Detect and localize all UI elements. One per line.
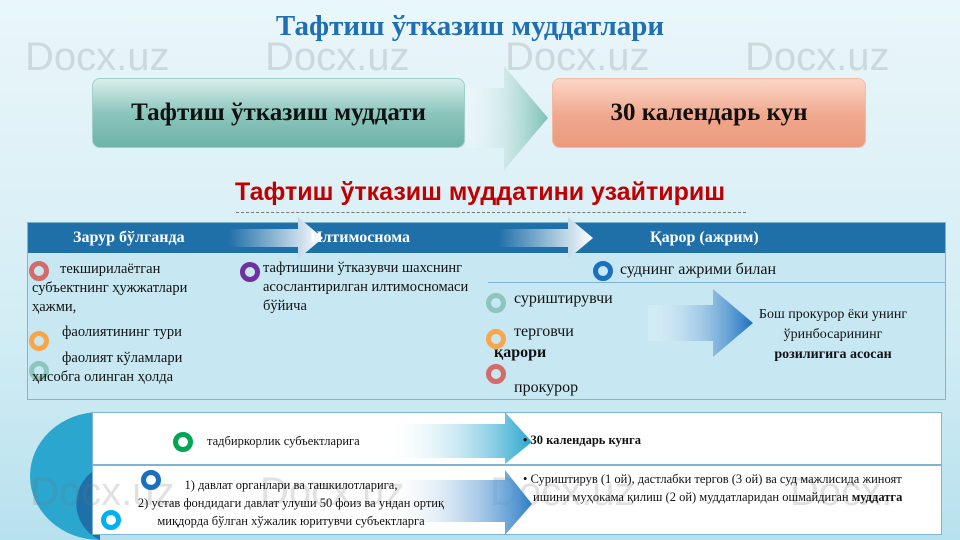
criterion-item: фаолиятининг тури [62, 324, 182, 340]
header-decision: Қарор (ажрим) [650, 229, 759, 246]
bullet-ring-icon [141, 470, 161, 490]
term-text: • Суриштирув (1 ой), дастлабки тергов (3… [523, 472, 903, 504]
term-table: тадбиркорлик субъектларига • 30 календар… [92, 412, 942, 535]
page-title: Тафтиш ўтказиш муддатлари [275, 10, 665, 42]
criterion-item: фаолият кўламлари ҳисобга олинган ҳолда [32, 350, 183, 385]
term-value-bold: муддатга [851, 490, 903, 504]
official-item: суриштирувчи [514, 290, 613, 307]
official-item: терговчи [514, 323, 574, 340]
subject-line: 2) устав фондидаги давлат улуши 50 фоиз … [137, 496, 445, 510]
criterion-item: текширилаётган субъектнинг ҳужжатлари ҳа… [32, 261, 188, 315]
subject-text: тадбиркорлик субъектларига [207, 434, 360, 448]
table-header: Зарур бўлганда Илтимоснома Қарор (ажрим) [28, 223, 945, 253]
approval-line: розилигига асосан [774, 347, 892, 362]
bullet-ring-icon [486, 329, 506, 349]
subject-line: 1) давлат органлари ва ташкилотларига, [184, 478, 398, 492]
section-subtitle: Тафтиш ўтказиш муддатини узайтириш [234, 178, 726, 206]
official-item: прокурор [514, 379, 579, 396]
term-text: • 30 календарь кунга [523, 433, 641, 447]
bullet-ring-icon [240, 262, 260, 282]
period-label-box: Тафтиш ўтказиш муддати [92, 78, 465, 148]
period-value-box: 30 календарь кун [552, 78, 866, 148]
bullet-ring-icon [486, 293, 506, 313]
bullet-ring-icon [29, 331, 49, 351]
term-value: Суриштирув (1 ой), дастлабки тергов (3 о… [530, 472, 902, 504]
arrow-right-icon [382, 412, 532, 535]
header-necessity: Зарур бўлганда [73, 229, 185, 246]
bullet-ring-icon [29, 261, 49, 281]
arrow-right-icon [466, 66, 548, 170]
decision-label: қарори [494, 344, 547, 361]
bullet-ring-icon [593, 261, 613, 281]
bullet-ring-icon [173, 432, 193, 452]
petition-text: тафтишини ўтказувчи шахснинг асослантири… [263, 260, 469, 314]
row-divider [488, 282, 946, 283]
subtitle-underline [236, 212, 746, 213]
header-petition: Илтимоснома [310, 229, 410, 246]
header-arrow-icon [228, 217, 323, 259]
decorative-arc [30, 412, 100, 540]
bullet-ring-icon [486, 364, 506, 384]
header-arrow-icon [498, 217, 593, 259]
approval-line: ўринбосарининг [783, 327, 883, 342]
table-row: тадбиркорлик субъектларига • 30 календар… [92, 412, 942, 465]
extension-table: Зарур бўлганда Илтимоснома Қарор (ажрим)… [27, 217, 946, 400]
court-ruling-text: суднинг ажрими билан [620, 261, 777, 278]
subject-line: миқдорда бўлган хўжалик юритувчи субъект… [157, 514, 425, 528]
arrow-right-icon [648, 289, 753, 357]
approval-line: Бош прокурор ёки унинг [758, 307, 908, 322]
bullet-ring-icon [101, 510, 121, 530]
term-value: 30 календарь кунга [530, 433, 641, 447]
approval-text: Бош прокурор ёки унинг ўринбосарининг ро… [728, 305, 938, 365]
bullet-ring-icon [29, 361, 49, 381]
